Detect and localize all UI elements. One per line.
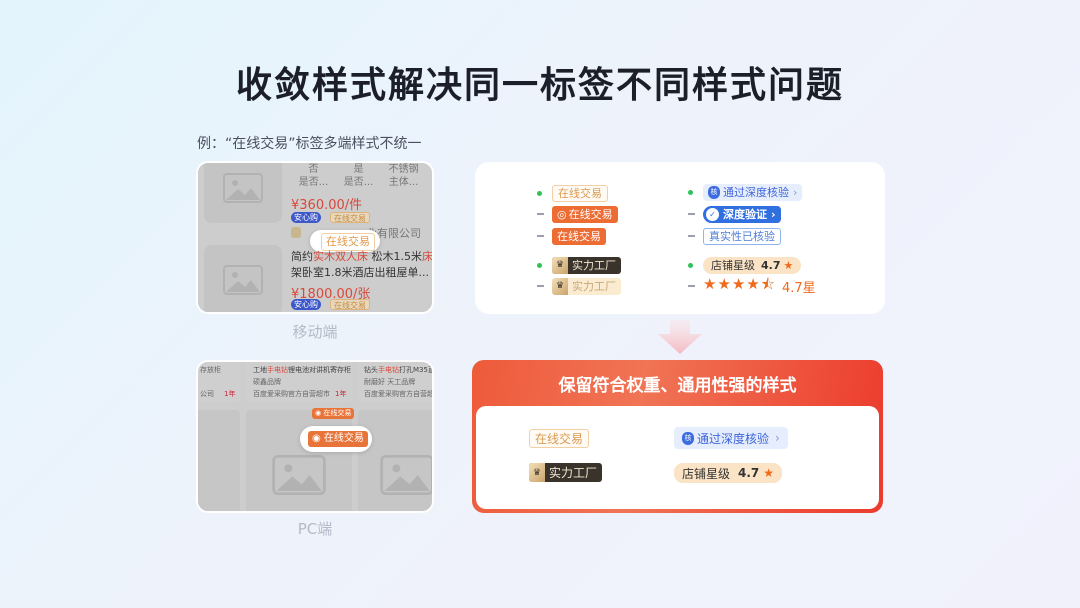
product-image-placeholder — [204, 245, 282, 312]
product-price: ¥1800.00/张 — [291, 287, 371, 302]
shield-icon: 核 — [682, 431, 694, 445]
spec-column: 不锈钢主体... — [388, 164, 419, 188]
highlight-bubble: ◉ 在线交易 — [300, 426, 372, 452]
online-trade-tag-highlight: 在线交易 — [321, 233, 375, 251]
anxin-badge: 安心购 — [291, 212, 321, 223]
drop-dash-icon — [688, 235, 695, 237]
pc-screenshot-panel: 存放柜 公司 1年 工地手电钻锂电池对讲机寄存柜 硕鑫品牌 百度爱采购官方自营超… — [196, 360, 434, 513]
pc-product-card — [358, 362, 432, 402]
crown-icon: ♛ — [552, 277, 568, 295]
pc-product-card — [246, 362, 352, 402]
online-trade-tag-icon: ◎在线交易 — [552, 205, 618, 223]
result-title: 保留符合权重、通用性强的样式 — [558, 376, 797, 396]
check-icon: ✓ — [706, 207, 719, 221]
pc-product-image — [358, 410, 432, 511]
keep-dot-icon — [537, 262, 542, 268]
pc-card-brand: 耐磨好 天工品牌 — [364, 378, 416, 386]
compare-row-drop: ✓深度验证› — [688, 205, 781, 223]
crown-icon: ♛ — [529, 463, 545, 482]
online-trade-tag-orange: 在线交易 — [552, 227, 606, 245]
company-name: 业有限公司 — [366, 227, 421, 240]
drop-dash-icon — [537, 285, 544, 287]
compare-row-drop: 真实性已核验 — [688, 227, 781, 245]
online-trade-tag: ◉ 在线交易 — [312, 408, 355, 419]
online-trade-tag-highlight: ◉ 在线交易 — [308, 431, 368, 447]
pc-card-brand: 硕鑫品牌 — [253, 378, 281, 386]
compare-row-keep: 核通过深度核验› — [688, 183, 803, 201]
factory-tag-dark: ♛实力工厂 — [552, 256, 621, 274]
compare-row-drop: ♛实力工厂 — [537, 277, 621, 295]
image-icon — [380, 455, 432, 495]
chevron-right-icon: › — [775, 431, 780, 445]
star-rating-icons: ★★★★⯪ — [703, 274, 776, 293]
product-image-placeholder — [204, 163, 282, 223]
pc-product-image — [198, 410, 240, 511]
drop-dash-icon — [537, 213, 544, 215]
authenticity-tag: 真实性已核验 — [703, 227, 781, 245]
compare-row-drop: ★★★★⯪ 4.7星 — [688, 275, 816, 296]
compare-row-keep: 在线交易 — [537, 184, 608, 202]
keep-dot-icon — [688, 262, 693, 268]
tag-comparison-card: 在线交易 ◎在线交易 在线交易 ♛实力工厂 ♛实力工厂 核通过深度核验› ✓深度… — [475, 162, 885, 314]
pc-card-title: 工地手电钻锂电池对讲机寄存柜 — [253, 366, 351, 374]
compare-row-drop: ◎在线交易 — [537, 205, 618, 223]
online-trade-tag-outline: 在线交易 — [552, 184, 608, 202]
product-title-line2: 架卧室1.8米酒店出租屋单... — [291, 266, 429, 279]
online-trade-tag: 在线交易 — [529, 429, 590, 448]
pc-card-seller: 百度爱采购官方自营超市 — [364, 390, 434, 398]
pc-card-seller: 百度爱采购官方自营超市 — [253, 390, 330, 398]
online-trade-tag: 在线交易 — [330, 212, 370, 223]
pc-card-years: 1年 — [224, 390, 236, 398]
product-price: ¥360.00/件 — [291, 198, 363, 213]
mobile-screenshot-panel: 否是否... 是是否... 不锈钢主体... ¥360.00/件 安心购 在线交… — [196, 161, 434, 314]
chevron-right-icon: › — [793, 185, 798, 199]
chevron-right-icon: › — [771, 207, 776, 221]
keep-dot-icon — [688, 189, 693, 195]
factory-tag-light: ♛实力工厂 — [552, 277, 621, 295]
target-icon: ◎ — [557, 207, 567, 221]
online-trade-tag: 在线交易 — [330, 299, 370, 310]
anxin-badge: 安心购 — [291, 299, 321, 310]
product-title-line1: 简约实木双人床 松木1.5米床 — [291, 250, 433, 263]
drop-dash-icon — [537, 235, 544, 237]
keep-dot-icon — [537, 190, 542, 196]
pc-label: PC端 — [297, 520, 333, 538]
deep-verify-tag: 核通过深度核验› — [703, 183, 803, 201]
pc-product-card — [198, 362, 240, 402]
deep-verify-tag: 核通过深度核验› — [674, 427, 788, 449]
mobile-label: 移动端 — [292, 323, 338, 341]
pc-card-title: 存放柜 — [200, 366, 221, 374]
star-icon: ★ — [783, 258, 794, 272]
image-icon — [223, 265, 263, 295]
spec-column: 是是否... — [343, 164, 374, 188]
crown-icon: ♛ — [552, 256, 568, 274]
example-caption: 例：“在线交易”标签多端样式不统一 — [197, 136, 422, 152]
rating-text: 4.7星 — [782, 280, 816, 296]
star-icon: ★ — [763, 466, 775, 480]
image-icon — [223, 173, 263, 203]
drop-dash-icon — [688, 285, 695, 287]
highlight-bubble: 在线交易 — [310, 230, 380, 252]
shield-icon: 核 — [708, 185, 720, 199]
image-icon — [272, 455, 326, 495]
factory-mini-tag — [291, 227, 301, 238]
compare-row-drop: 在线交易 — [537, 227, 606, 245]
page-title: 收敛样式解决同一标签不同样式问题 — [235, 65, 844, 106]
factory-tag: ♛实力工厂 — [529, 463, 603, 482]
pc-card-seller: 公司 — [200, 390, 214, 398]
drop-dash-icon — [688, 213, 695, 215]
compare-row-keep: ♛实力工厂 — [537, 256, 621, 274]
arrow-down-icon — [658, 320, 702, 354]
deep-verify-tag-solid: ✓深度验证› — [703, 205, 781, 223]
pc-card-years: 1年 — [335, 390, 347, 398]
pc-card-title: 钻头手电钻打孔M35直钻 — [364, 366, 432, 374]
spec-column: 否是否... — [298, 164, 329, 188]
